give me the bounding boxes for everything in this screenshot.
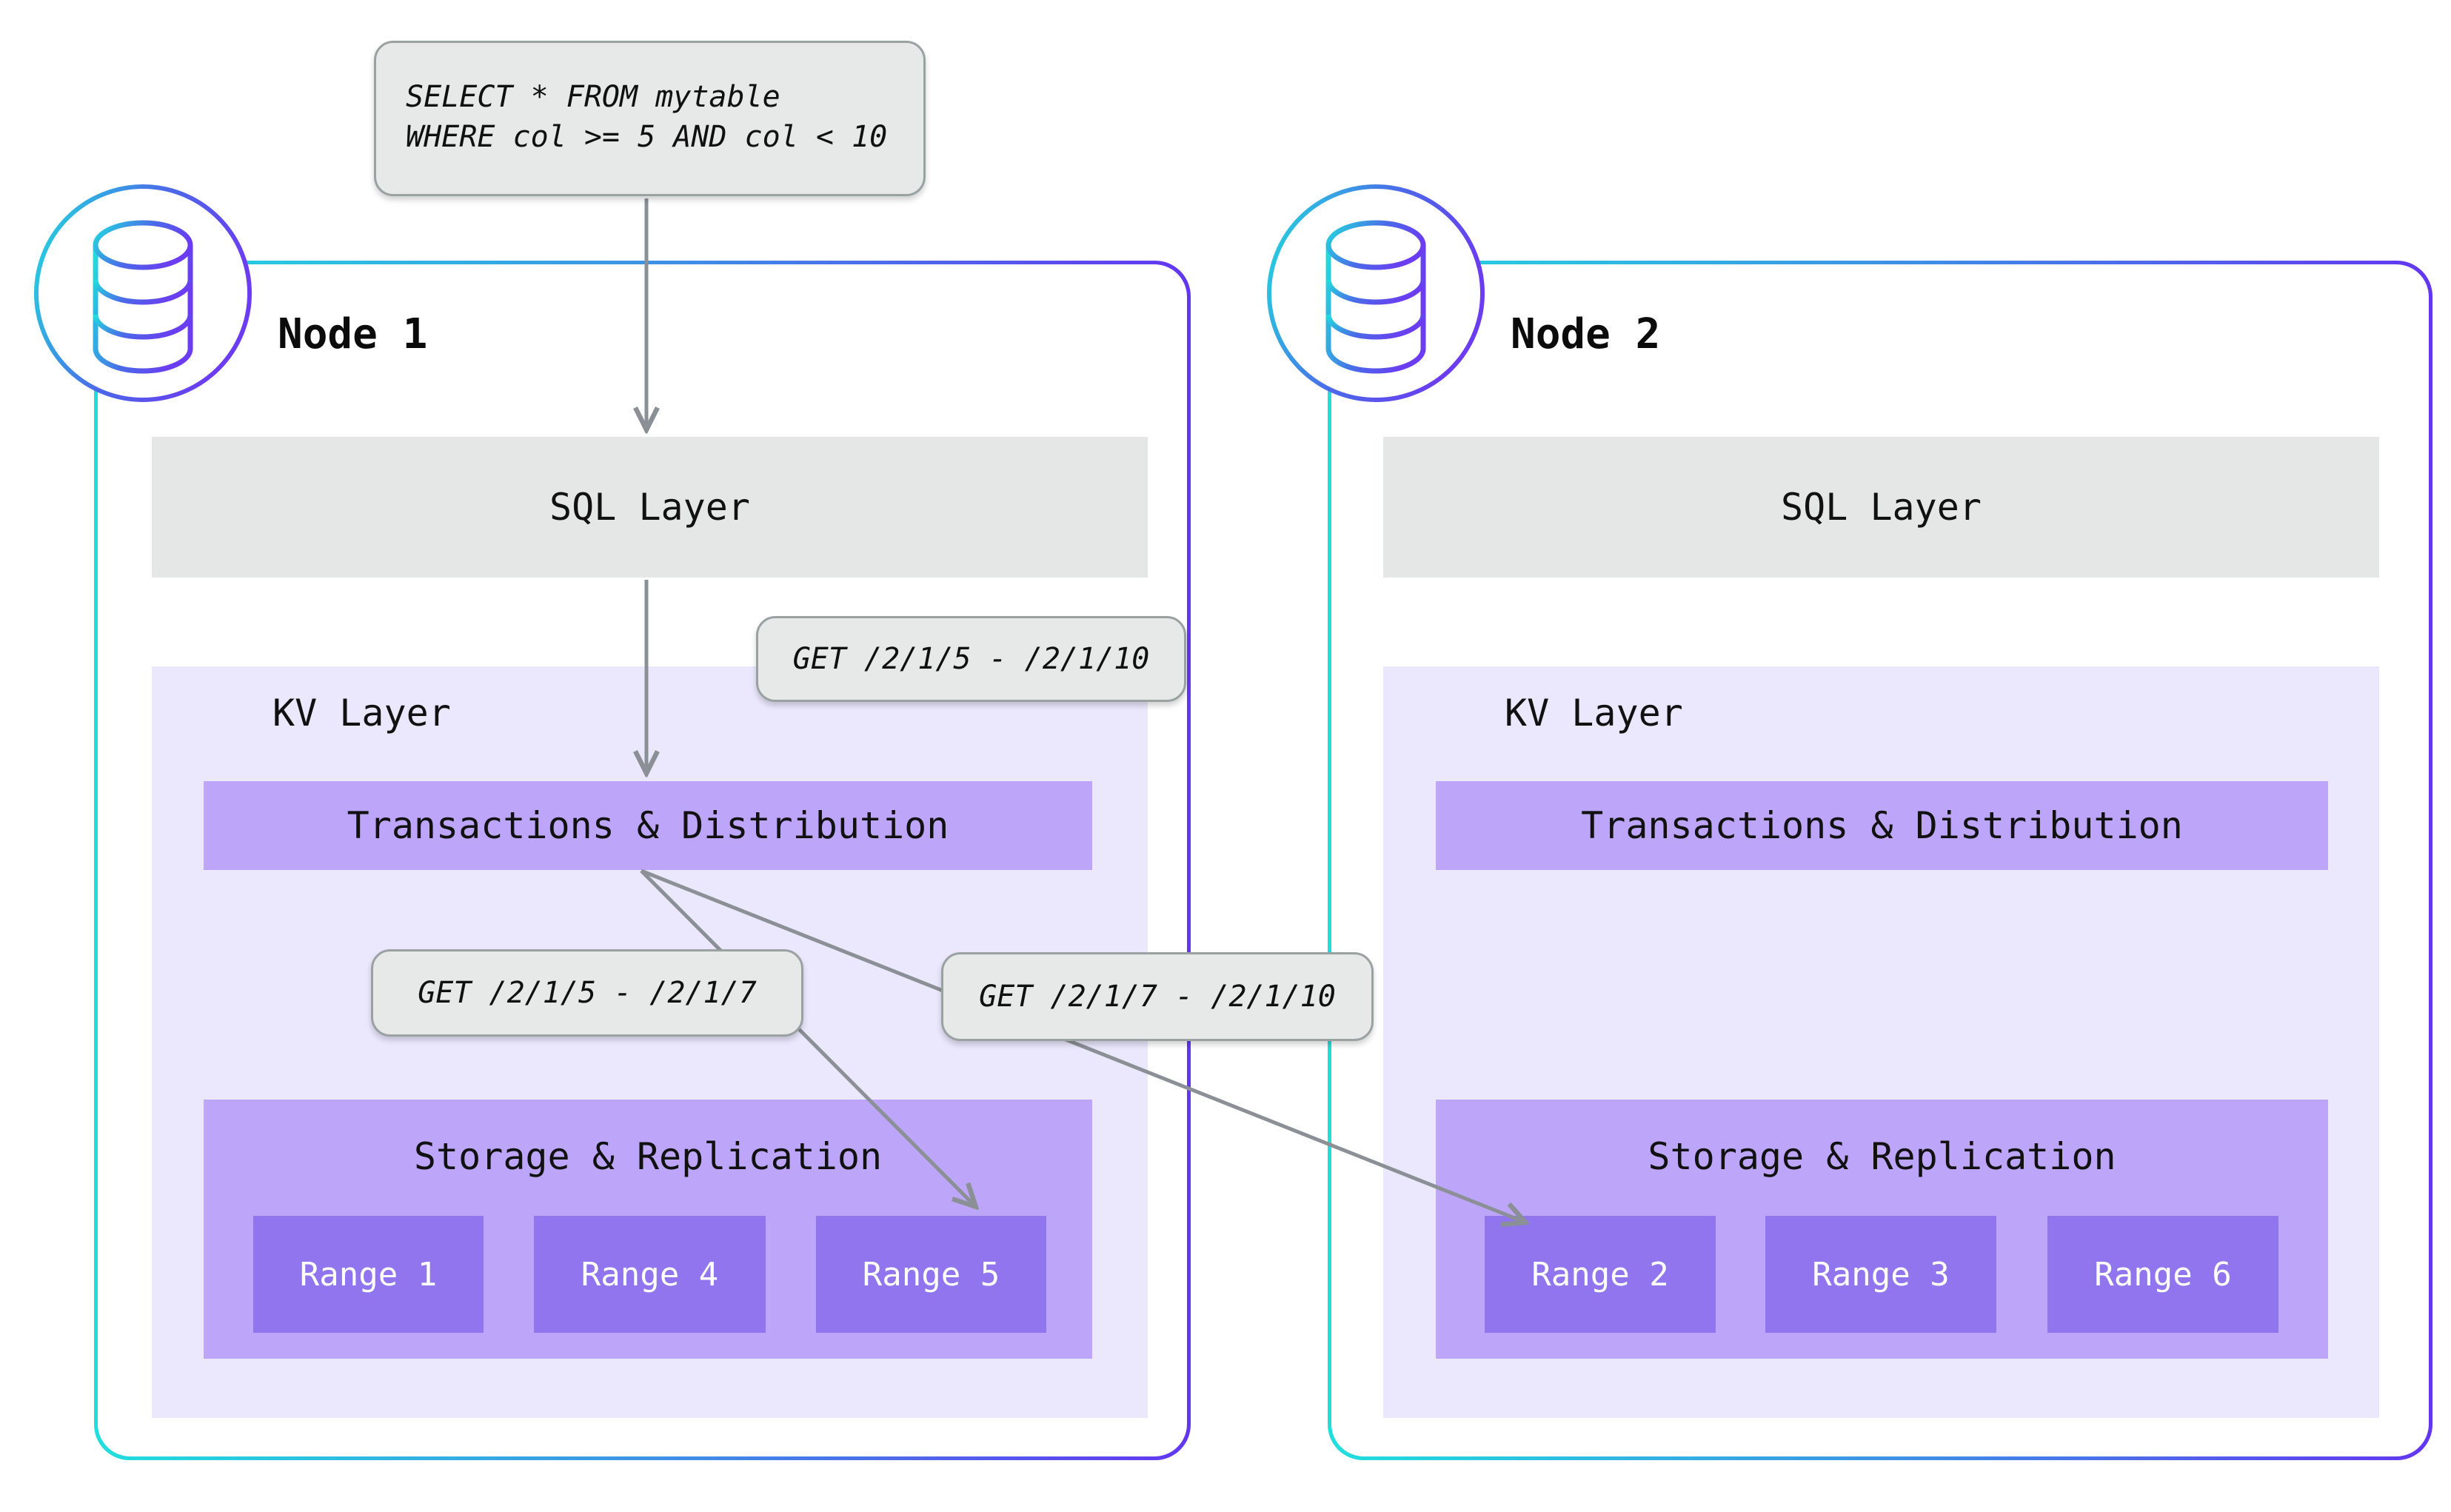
node2-range-6: Range 6 — [2047, 1216, 2278, 1333]
node2-kv-layer-label: KV Layer — [1505, 692, 1683, 735]
sql-query-line1: SELECT * FROM mytable — [406, 80, 780, 114]
node2-title: Node 2 — [1511, 310, 1661, 358]
node1-range-4: Range 4 — [534, 1216, 766, 1333]
sql-query-line2: WHERE col >= 5 AND col < 10 — [406, 120, 888, 154]
node1-range-5: Range 5 — [816, 1216, 1046, 1333]
node1-sql-layer-label: SQL Layer — [549, 486, 750, 529]
node1-sql-layer: SQL Layer — [152, 437, 1148, 578]
node2-transactions-bar: Transactions & Distribution — [1436, 781, 2328, 870]
sql-query-box: SELECT * FROM mytable WHERE col >= 5 AND… — [374, 41, 926, 196]
database-icon — [1267, 184, 1485, 402]
node1-transactions-bar: Transactions & Distribution — [204, 781, 1092, 870]
node1-storage-label: Storage & Replication — [413, 1135, 883, 1178]
node1-badge — [32, 182, 254, 404]
node2-range-2: Range 2 — [1485, 1216, 1716, 1333]
node2-badge — [1265, 182, 1487, 404]
database-icon — [34, 184, 252, 402]
node2-storage-label: Storage & Replication — [1648, 1135, 2116, 1178]
node1-range-1: Range 1 — [253, 1216, 484, 1333]
node1-kv-layer-label: KV Layer — [272, 692, 451, 735]
node2-range-3: Range 3 — [1765, 1216, 1996, 1333]
node1-title: Node 1 — [278, 310, 428, 358]
node2-transactions-label: Transactions & Distribution — [1581, 804, 2183, 847]
get-remote-range-label: GET /2/1/7 - /2/1/10 — [941, 952, 1374, 1041]
node1-transactions-label: Transactions & Distribution — [347, 804, 949, 847]
node2-sql-layer: SQL Layer — [1383, 437, 2379, 578]
node2-sql-layer-label: SQL Layer — [1781, 486, 1982, 529]
get-local-range-label: GET /2/1/5 - /2/1/7 — [371, 949, 803, 1037]
get-full-range-label: GET /2/1/5 - /2/1/10 — [756, 616, 1186, 702]
